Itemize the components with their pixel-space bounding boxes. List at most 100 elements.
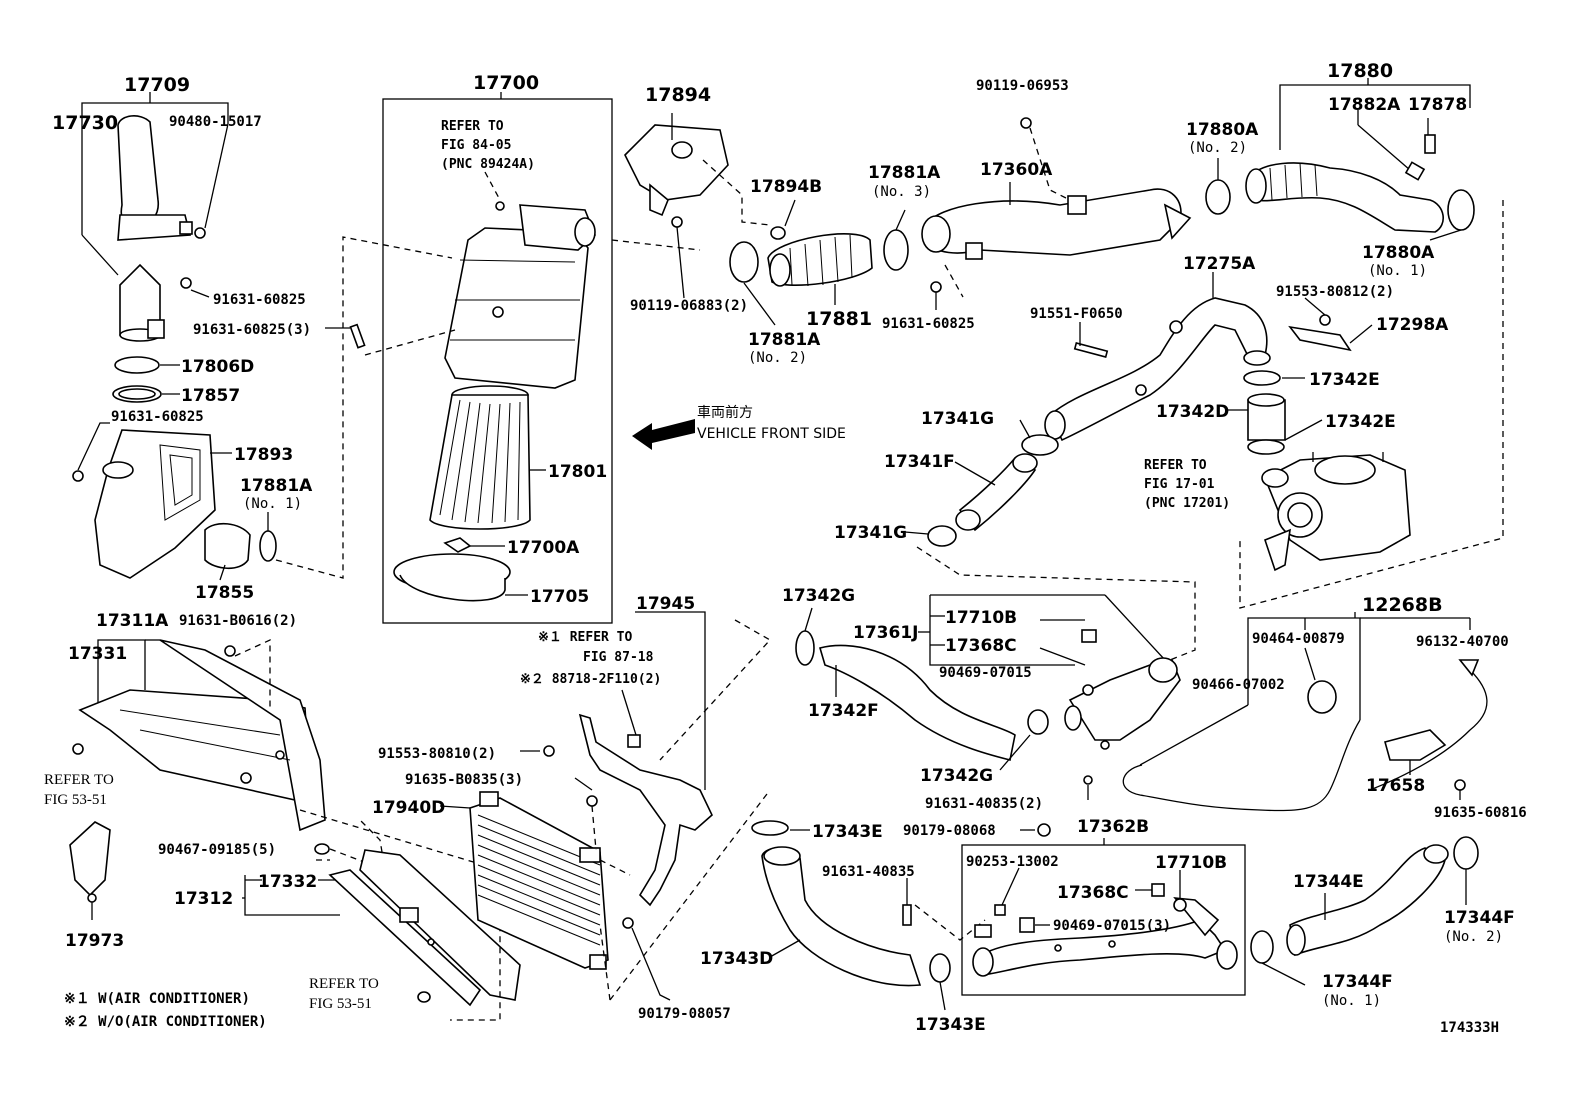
label-17342E-a: 17342E — [1309, 370, 1380, 390]
label-17343D: 17343D — [700, 949, 773, 969]
label-90464-00879: 90464-00879 — [1252, 631, 1345, 647]
part-17894-group — [611, 113, 909, 326]
label-91635-B0835: 91635-B0835(3) — [405, 772, 523, 788]
label-17801: 17801 — [548, 462, 607, 482]
label-90466-07002: 90466-07002 — [1192, 677, 1285, 693]
label-17298A: 17298A — [1376, 315, 1449, 335]
part-17709-group — [72, 92, 453, 581]
label-17878: 17878 — [1408, 95, 1467, 115]
ref-84-05-line1: REFER TO — [441, 119, 504, 134]
ref-53-51b-line2: FIG 53-51 — [309, 996, 372, 1012]
ref-53-51a-line1: REFER TO — [44, 772, 114, 788]
label-90253-13002: 90253-13002 — [966, 854, 1059, 870]
label-96132-40700: 96132-40700 — [1416, 634, 1509, 650]
label-17332: 17332 — [258, 872, 317, 892]
label-91631-60825-3: 91631-60825(3) — [193, 322, 311, 338]
label-12268B: 12268B — [1362, 594, 1443, 616]
label-17341G-b: 17341G — [834, 523, 907, 543]
label-17881A-2: 17881A — [748, 330, 821, 350]
diagram-id: 174333H — [1440, 1020, 1499, 1036]
note-2: ※２ W/O(AIR CONDITIONER) — [64, 1014, 267, 1030]
label-17342F: 17342F — [808, 701, 879, 721]
label-17882A: 17882A — [1328, 95, 1401, 115]
ref-53-51a-line2: FIG 53-51 — [44, 792, 107, 808]
label-17881A-1-no: (No. 1) — [243, 496, 302, 512]
label-17880A-2-no: (No. 2) — [1188, 140, 1247, 156]
label-17880A-2: 17880A — [1186, 120, 1259, 140]
label-91631-60825-b: 91631-60825 — [111, 409, 204, 425]
label-17342D: 17342D — [1156, 402, 1229, 422]
label-17700: 17700 — [473, 72, 539, 94]
label-17806D: 17806D — [181, 357, 254, 377]
label-17275A: 17275A — [1183, 254, 1256, 274]
part-17311A-group — [69, 638, 386, 920]
part-17341-group — [904, 419, 1196, 661]
label-17700A: 17700A — [507, 538, 580, 558]
label-17894: 17894 — [645, 84, 711, 106]
label-17311A: 17311A — [96, 611, 169, 631]
ref-87-18-line3: ※２ 88718-2F110(2) — [520, 672, 661, 687]
label-17344E: 17344E — [1293, 872, 1364, 892]
part-number-labels: 17709 17730 90480-15017 91631-60825 9163… — [52, 60, 1527, 1035]
vehicle-front-arrow: 車両前方 VEHICLE FRONT SIDE — [632, 404, 846, 450]
part-17880-group — [1205, 78, 1504, 609]
label-90480-15017: 90480-15017 — [169, 114, 262, 130]
label-91553-80812: 91553-80812(2) — [1276, 284, 1394, 300]
label-17709: 17709 — [124, 74, 190, 96]
label-17945: 17945 — [636, 594, 695, 614]
label-17341G-a: 17341G — [921, 409, 994, 429]
label-17880: 17880 — [1327, 60, 1393, 82]
label-17857: 17857 — [181, 386, 240, 406]
label-91551-F0650: 91551-F0650 — [1030, 306, 1123, 322]
part-17361J-group — [795, 594, 1488, 812]
label-17881A-2-no: (No. 2) — [748, 350, 807, 366]
ref-17-01-line1: REFER TO — [1144, 458, 1207, 473]
label-91631-40835-2: 91631-40835(2) — [925, 796, 1043, 812]
label-17343E-a: 17343E — [812, 822, 883, 842]
label-17710B-b: 17710B — [1155, 853, 1227, 873]
footnotes: ※１ W(AIR CONDITIONER) ※２ W/O(AIR CONDITI… — [64, 991, 1499, 1036]
label-90179-08068: 90179-08068 — [903, 823, 996, 839]
label-91631-60825-a: 91631-60825 — [213, 292, 306, 308]
label-17881A-1: 17881A — [240, 476, 313, 496]
refer-84-05: REFER TO FIG 84-05 (PNC 89424A) — [441, 119, 535, 201]
part-17312-group — [242, 809, 521, 1021]
label-90469-07015-a: 90469-07015 — [939, 665, 1032, 681]
label-17368C-a: 17368C — [945, 636, 1017, 656]
label-91553-80810: 91553-80810(2) — [378, 746, 496, 762]
label-17361J: 17361J — [853, 623, 918, 643]
label-17344F-a: 17344F — [1444, 908, 1515, 928]
part-17344-group — [1250, 836, 1479, 986]
label-90179-08057: 90179-08057 — [638, 1006, 731, 1022]
part-17360A-group — [921, 117, 1192, 310]
label-17331: 17331 — [68, 644, 127, 664]
label-90119-06883: 90119-06883(2) — [630, 298, 748, 314]
label-90469-07015-3: 90469-07015(3) — [1053, 918, 1171, 934]
ref-84-05-line2: FIG 84-05 — [441, 138, 511, 153]
label-90119-06953: 90119-06953 — [976, 78, 1069, 94]
label-91631-40835: 91631-40835 — [822, 864, 915, 880]
refer-53-51: REFER TO FIG 53-51 REFER TO FIG 53-51 — [44, 772, 379, 1012]
label-17368C-b: 17368C — [1057, 883, 1129, 903]
ref-17-01-line2: FIG 17-01 — [1144, 477, 1215, 492]
front-label-en: VEHICLE FRONT SIDE — [697, 426, 846, 442]
part-17700-group — [325, 92, 613, 624]
label-17710B-a: 17710B — [945, 608, 1017, 628]
label-17894B: 17894B — [750, 177, 822, 197]
front-label-jp: 車両前方 — [697, 404, 753, 421]
ref-87-18-line2: FIG 87-18 — [583, 650, 654, 665]
refer-17-01: REFER TO FIG 17-01 (PNC 17201) — [1144, 458, 1230, 511]
label-17940D: 17940D — [372, 798, 445, 818]
part-17343-group — [751, 820, 1051, 1011]
note-1: ※１ W(AIR CONDITIONER) — [64, 991, 250, 1007]
ref-53-51b-line1: REFER TO — [309, 976, 379, 992]
label-17341F: 17341F — [884, 452, 955, 472]
front-arrow-icon — [632, 419, 695, 450]
label-17880A-1: 17880A — [1362, 243, 1435, 263]
label-17344F-b-no: (No. 1) — [1322, 993, 1381, 1009]
ref-17-01-line3: (PNC 17201) — [1144, 496, 1230, 511]
label-17343E-b: 17343E — [915, 1015, 986, 1035]
label-17312: 17312 — [174, 889, 233, 909]
